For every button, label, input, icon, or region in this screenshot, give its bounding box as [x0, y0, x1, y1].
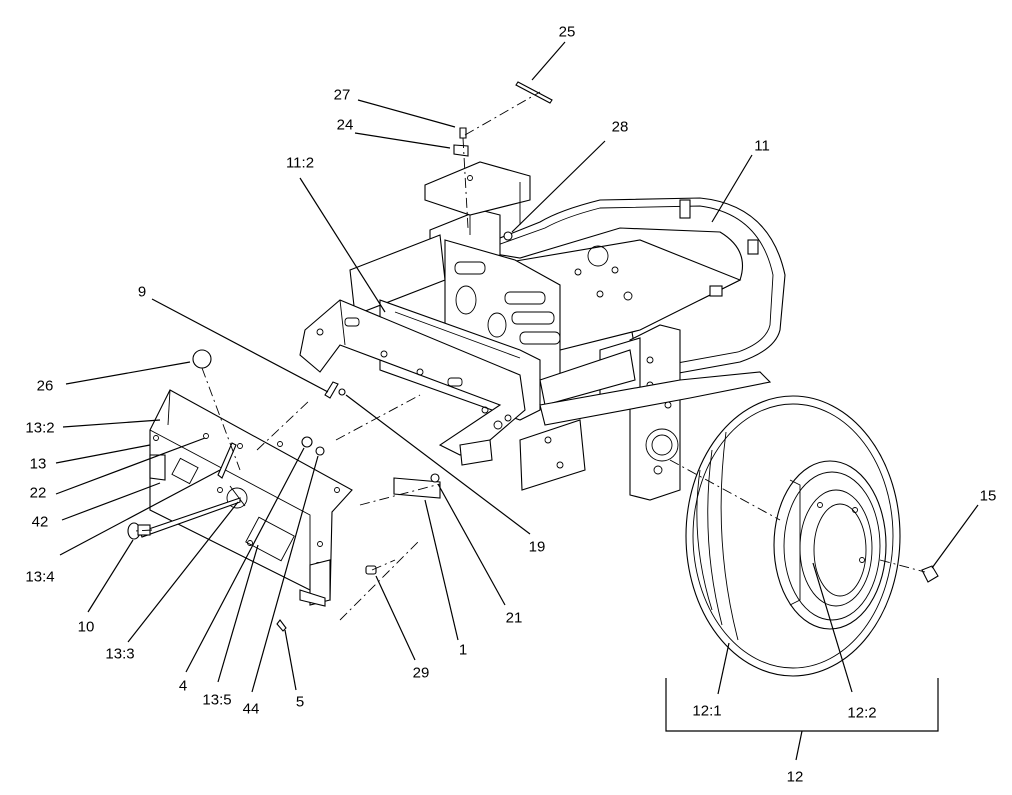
callout-27: 27 [333, 86, 351, 104]
callout-28: 28 [611, 118, 629, 136]
callout-29: 29 [412, 664, 430, 682]
callout-13-2: 13:2 [25, 419, 55, 437]
bolt-4 [301, 436, 313, 448]
callout-44: 44 [242, 700, 260, 718]
callout-9: 9 [137, 283, 147, 301]
callout-10: 10 [77, 618, 95, 636]
clip-9 [324, 381, 339, 399]
callout-12: 12 [786, 768, 804, 786]
wheel-assembly [685, 395, 901, 677]
callout-13-3: 13:3 [105, 645, 135, 663]
callout-11: 11 [754, 137, 770, 155]
callout-19: 19 [528, 538, 546, 556]
bolt-5 [276, 619, 287, 632]
washer-44 [315, 446, 325, 456]
leader-lines [55, 41, 979, 761]
nut-29 [365, 565, 377, 575]
callout-13: 13 [29, 455, 47, 473]
callout-5: 5 [295, 693, 305, 711]
callout-12-2: 12:2 [847, 704, 877, 722]
callout-42: 42 [31, 513, 49, 531]
callout-12-1: 12:1 [692, 702, 722, 720]
rear-frame [299, 161, 786, 501]
callout-26: 26 [36, 377, 54, 395]
callout-4: 4 [178, 677, 188, 695]
nut-28 [503, 231, 513, 241]
nut-15 [921, 565, 939, 583]
knob-10 [127, 522, 151, 540]
pin-25 [515, 81, 553, 104]
hinge-rod [217, 442, 237, 479]
screw-27 [459, 127, 467, 139]
callout-11-2: 11:2 [285, 154, 315, 172]
callout-21: 21 [505, 609, 523, 627]
callout-15: 15 [979, 487, 997, 505]
center-lines [134, 91, 926, 621]
callout-24: 24 [336, 116, 354, 134]
callout-13-4: 13:4 [25, 568, 55, 586]
callout-1: 1 [458, 641, 468, 659]
nut-21 [430, 473, 440, 483]
bolt-19 [338, 388, 346, 396]
clamp-24 [453, 144, 469, 157]
knob-26 [192, 349, 212, 369]
rear-panel [149, 389, 353, 607]
callout-22: 22 [29, 484, 47, 502]
callout-13-5: 13:5 [202, 691, 232, 709]
callout-25: 25 [558, 23, 576, 41]
